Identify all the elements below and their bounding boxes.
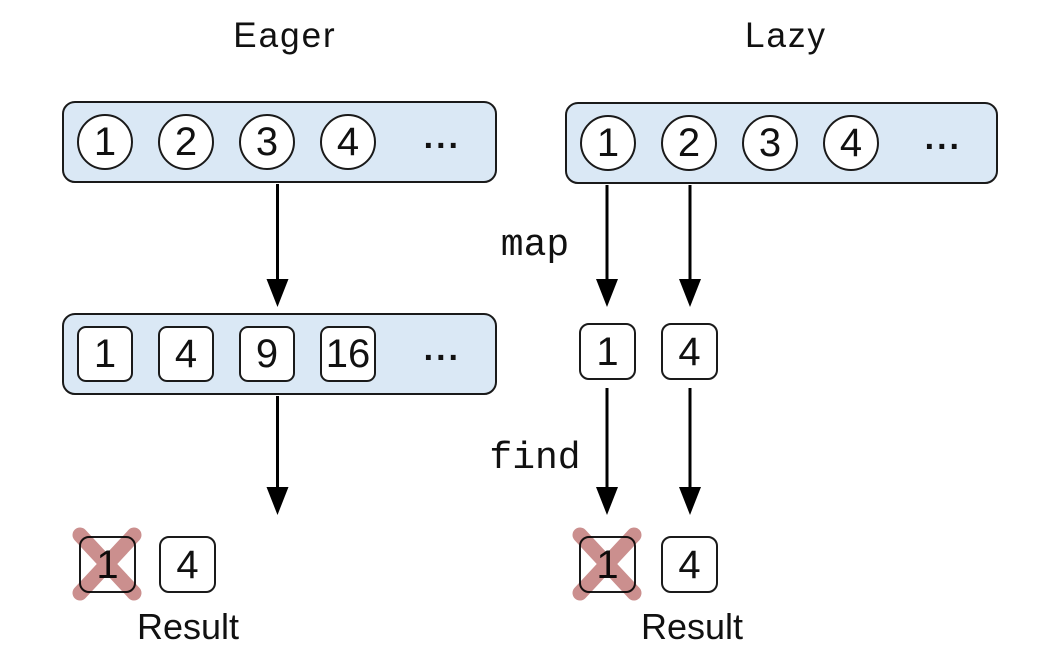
eager-source-item: 1 — [77, 114, 133, 170]
ellipsis: ... — [423, 117, 461, 156]
lazy-source-tray: 1 2 3 4 ... — [565, 102, 998, 184]
ellipsis: ... — [423, 329, 461, 368]
eager-mapped-item: 4 — [158, 326, 214, 382]
eager-result-label: Result — [136, 606, 240, 647]
lazy-source-item: 1 — [580, 115, 636, 171]
eager-mapped-tray: 1 4 9 16 ... — [62, 313, 497, 395]
lazy-source-item: 2 — [661, 115, 717, 171]
eager-mapped-item: 16 — [320, 326, 376, 382]
eager-title: Eager — [233, 16, 337, 55]
lazy-title: Lazy — [745, 16, 827, 55]
eager-source-item: 2 — [158, 114, 214, 170]
eager-find-arrow — [266, 396, 289, 515]
find-label: find — [489, 437, 581, 480]
lazy-source-item: 4 — [823, 115, 879, 171]
eager-map-arrow — [266, 184, 289, 307]
map-label: map — [500, 224, 570, 267]
lazy-result-item: 1 — [579, 536, 636, 593]
eager-result-item: 4 — [159, 536, 216, 593]
lazy-result-item: 4 — [661, 536, 718, 593]
eager-result-item: 1 — [79, 536, 136, 593]
eager-mapped-item: 9 — [239, 326, 295, 382]
lazy-find-arrow-2 — [679, 388, 701, 515]
lazy-result-label: Result — [640, 606, 744, 647]
eager-mapped-item: 1 — [77, 326, 133, 382]
eager-source-item: 3 — [239, 114, 295, 170]
ellipsis: ... — [924, 118, 962, 157]
lazy-map-arrow-2 — [679, 185, 701, 307]
lazy-mapped-item: 4 — [661, 323, 718, 380]
eager-source-tray: 1 2 3 4 ... — [62, 101, 497, 183]
lazy-mapped-item: 1 — [579, 323, 636, 380]
eager-source-item: 4 — [320, 114, 376, 170]
lazy-source-item: 3 — [742, 115, 798, 171]
